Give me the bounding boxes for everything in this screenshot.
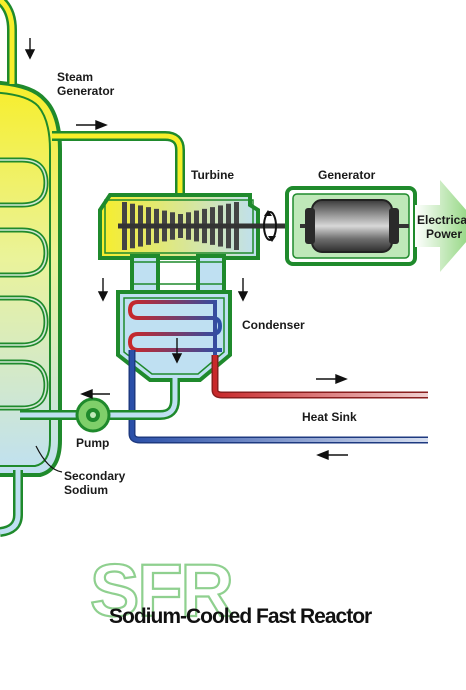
- label-secondary: Secondary: [64, 469, 126, 483]
- condenser-coils: [127, 300, 223, 380]
- label-generator-sg: Generator: [57, 84, 115, 98]
- logo-title: Sodium-Cooled Fast Reactor: [109, 605, 372, 628]
- label-steam: Steam: [57, 70, 93, 84]
- sfr-logo: SFR Sodium-Cooled Fast Reactor: [89, 548, 373, 633]
- condenser: [116, 290, 232, 382]
- exhaust-ducts: [130, 254, 226, 294]
- label-pump: Pump: [76, 436, 109, 450]
- generator: [285, 186, 417, 266]
- label-condenser: Condenser: [242, 318, 305, 332]
- rotation-arrow-icon: [263, 210, 277, 242]
- steam-generator-vessel: [0, 80, 62, 477]
- logo-acronym: SFR: [90, 549, 233, 632]
- label-sodium: Sodium: [64, 483, 108, 497]
- secondary-sodium-leader: [35, 445, 63, 473]
- sg-top-pipe: [0, 0, 17, 84]
- label-heat-sink: Heat Sink: [302, 410, 357, 424]
- pump-icon: [75, 397, 111, 433]
- electrical-power-arrow: [415, 180, 466, 272]
- steam-pipe: [52, 131, 185, 200]
- label-turbine: Turbine: [191, 168, 234, 182]
- flow-arrows: [24, 38, 348, 461]
- sg-bottom-pipes: [0, 470, 23, 537]
- label-electrical: Electrical: [417, 213, 466, 227]
- label-generator: Generator: [318, 168, 376, 182]
- label-power: Power: [426, 227, 462, 241]
- heat-sink-pipes: [128, 350, 428, 444]
- condensate-line: [20, 378, 180, 420]
